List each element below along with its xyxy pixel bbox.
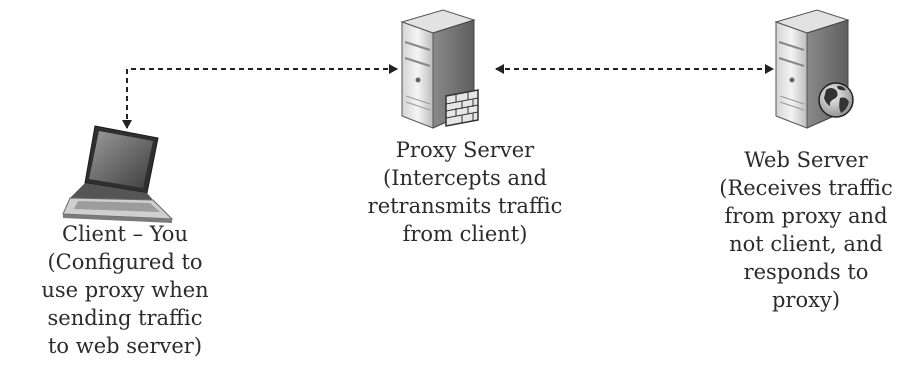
globe-icon [818,82,854,118]
web-caption-line: from proxy and [724,204,888,228]
web-caption: Web Server (Receives traffic from proxy … [700,146,912,314]
connector-client-proxy [122,64,398,129]
web-caption-line: proxy) [771,288,841,312]
client-caption-line: Client – You [62,222,188,246]
proxy-caption-line: (Intercepts and [383,166,547,190]
laptop-icon [62,125,174,223]
proxy-caption: Proxy Server (Intercepts and retransmits… [340,136,590,248]
server-with-globe-icon [774,9,854,129]
firewall-icon [445,89,479,127]
web-caption-line: Web Server [744,148,868,172]
client-caption-line: to web server) [47,334,203,358]
client-caption-line: (Configured to [47,250,203,274]
client-caption: Client – You (Configured to use proxy wh… [0,220,250,360]
client-caption-line: sending traffic [47,306,203,330]
proxy-caption-line: Proxy Server [395,138,535,162]
web-caption-line: not client, and [729,232,883,256]
web-caption-line: responds to [743,260,869,284]
proxy-caption-line: from client) [402,222,528,246]
client-caption-line: use proxy when [41,278,209,302]
web-caption-line: (Receives traffic [719,176,893,200]
proxy-caption-line: retransmits traffic [367,194,563,218]
server-with-firewall-icon [400,9,479,129]
